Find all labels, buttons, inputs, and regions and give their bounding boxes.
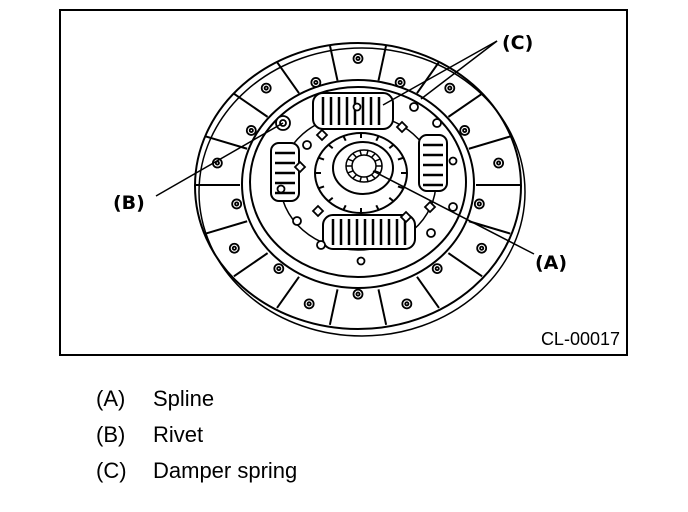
legend-item-spline: (A) Spline: [96, 386, 297, 422]
facing-groove: [276, 276, 300, 309]
facing-groove: [377, 289, 388, 326]
legend-key: (B): [96, 422, 126, 447]
facing-rivet-center: [434, 266, 440, 272]
hub-tooth: [388, 143, 395, 150]
facing-rivet-center: [355, 56, 361, 62]
hub-plate: [249, 86, 467, 278]
facing-groove: [233, 252, 269, 278]
legend-key: (C): [96, 458, 127, 483]
facing-groove: [205, 135, 248, 150]
facing-rivet-center: [496, 160, 502, 166]
facing-rivet-center: [306, 301, 312, 307]
hub-boss: [332, 141, 394, 195]
facing-groove: [447, 92, 483, 118]
legend: (A) Spline (B) Rivet (C) Damper spring: [96, 386, 297, 494]
facing-groove: [416, 276, 440, 309]
spline-bore-inner: [351, 154, 377, 178]
damper-spring-right: [418, 134, 448, 192]
facing-groove: [328, 44, 339, 81]
disc-edge: [198, 47, 526, 337]
spline-tooth: [352, 174, 358, 180]
facing-groove: [328, 289, 339, 326]
spline-tooth: [374, 158, 381, 162]
figure-code: CL-00017: [540, 329, 620, 349]
facing-rivet-center: [355, 291, 361, 297]
hub-tooth: [397, 185, 404, 190]
friction-facing-inner: [241, 79, 475, 289]
spline-tooth: [347, 170, 354, 174]
legend-key: (A): [96, 386, 126, 411]
friction-facing-outer: [194, 42, 522, 330]
facing-groove: [276, 61, 300, 94]
facing-groove: [416, 61, 440, 94]
leader-c2: [420, 40, 498, 100]
legend-label: Rivet: [153, 422, 204, 447]
spline-teeth: [346, 150, 382, 182]
facing-rivet-center: [313, 79, 319, 85]
facing-groove: [205, 220, 248, 235]
hub-tooth: [388, 196, 395, 203]
spline-tooth: [347, 158, 354, 162]
legend-item-damper-spring: (C) Damper spring: [96, 458, 297, 494]
facing-rivet-center: [397, 79, 403, 85]
facing-groove: [468, 135, 511, 150]
spline-tooth: [370, 174, 376, 180]
facing-groove: [233, 92, 269, 118]
spline-tooth: [352, 152, 358, 158]
hub-tooth: [375, 135, 380, 142]
figure-frame: (A) (B) (C) CL-00017: [59, 9, 628, 356]
hub-tooth: [318, 185, 325, 190]
facing-rivet-center: [462, 127, 468, 133]
spline-tooth: [359, 150, 363, 156]
spline-tooth: [370, 152, 376, 158]
hub-teeth: [315, 133, 407, 213]
clutch-disc-diagram: (A) (B) (C): [113, 32, 567, 337]
facing-rivet-center: [404, 301, 410, 307]
facing-groove: [377, 44, 388, 81]
leader-a: [372, 170, 535, 255]
facing-rivet-center: [479, 245, 485, 251]
legend-item-rivet: (B) Rivet: [96, 422, 297, 458]
hub-tooth: [375, 204, 380, 211]
leader-c1: [382, 40, 498, 106]
facing-rivet-center: [234, 201, 240, 207]
hub-tooth: [327, 196, 334, 203]
spline-tooth: [374, 170, 381, 174]
spline-tooth: [365, 150, 369, 156]
facing-rivet-center: [476, 201, 482, 207]
facing-rivet-center: [276, 266, 282, 272]
damper-spring-bottom: [322, 214, 416, 250]
callout-label-b: (B): [113, 192, 145, 214]
facing-groove: [447, 252, 483, 278]
facing-rivet-center: [248, 127, 254, 133]
facing-rivets: [211, 53, 505, 310]
hub-tooth: [342, 135, 347, 142]
legend-label: Spline: [153, 386, 215, 411]
leader-b: [155, 122, 284, 197]
facing-rivet-center: [231, 245, 237, 251]
legend-label: Damper spring: [153, 458, 298, 483]
hub-tooth: [342, 204, 347, 211]
hub-tooth: [327, 143, 334, 150]
damper-spring-top: [312, 92, 394, 130]
spline-tooth: [365, 176, 369, 182]
spline-tooth: [359, 176, 363, 182]
hub-tooth: [397, 156, 404, 161]
facing-grooves: [196, 44, 520, 326]
facing-rivet-center: [263, 85, 269, 91]
hub-tooth: [318, 156, 325, 161]
callout-label-a: (A): [535, 252, 567, 274]
facing-rivet-center: [447, 85, 453, 91]
callout-label-c: (C): [502, 32, 533, 54]
